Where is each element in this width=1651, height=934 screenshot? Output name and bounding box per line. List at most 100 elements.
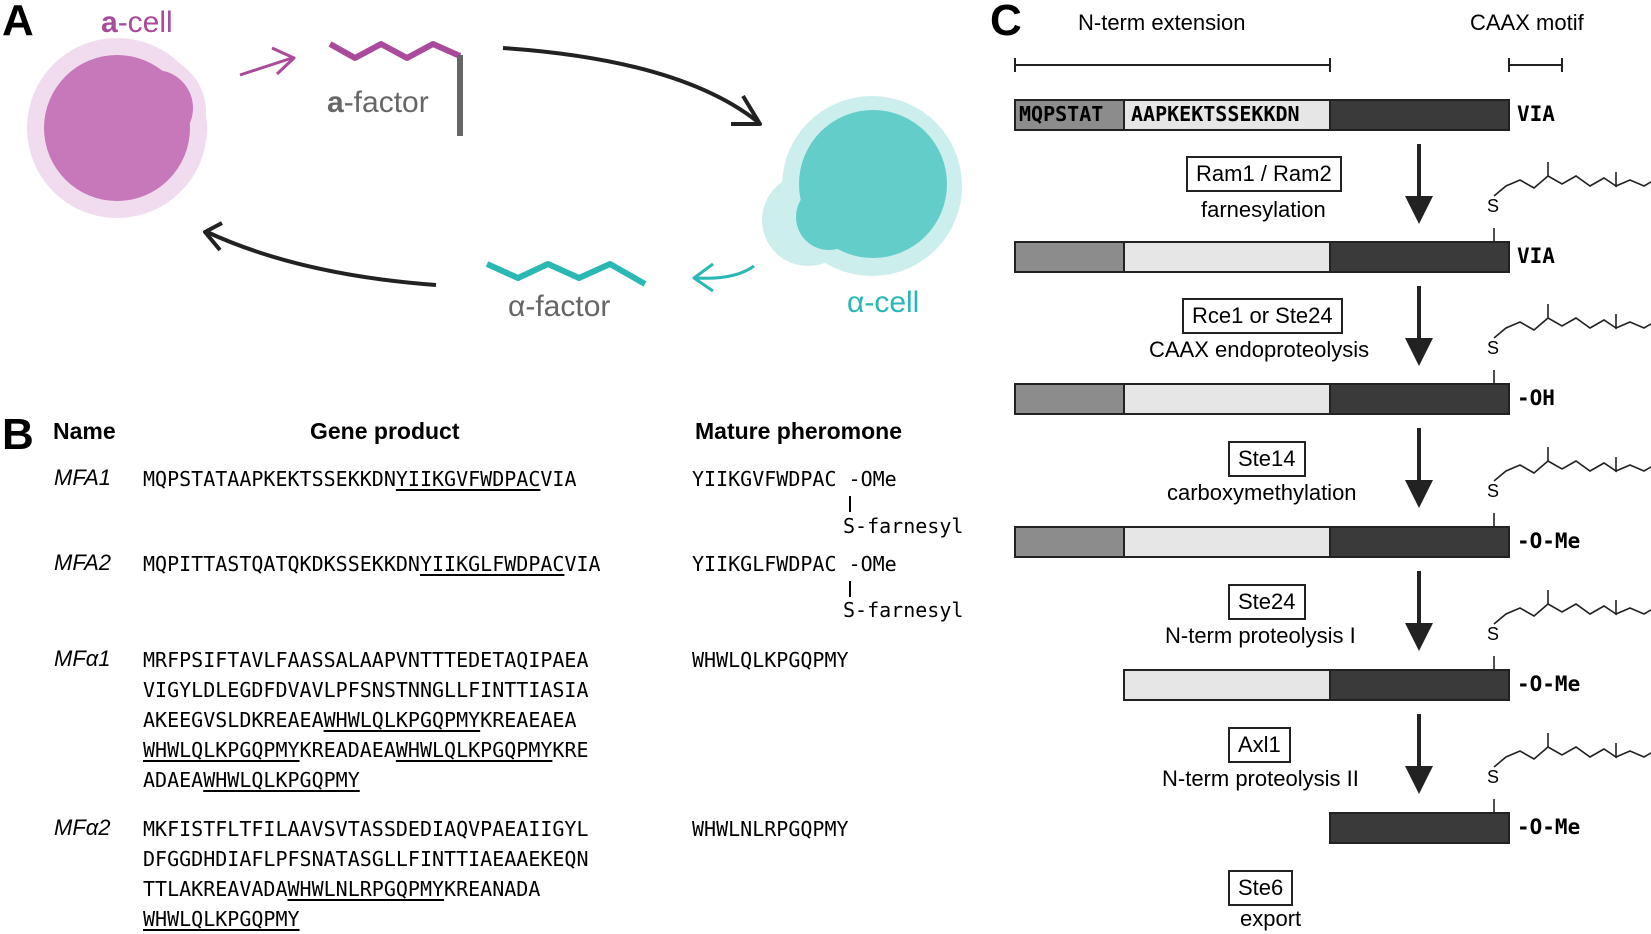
nterm-bracket — [1014, 58, 1331, 72]
alpha-cell-arrowhead — [692, 262, 714, 293]
mature-mfa1: YIIKGVFWDPAC -OMe — [692, 464, 897, 494]
mature-suffix: -OMe — [848, 552, 897, 576]
seq-line: DFGGDHDIAFLPFSNATASGLLFINTTIAEAAEKEQN — [143, 844, 589, 874]
step-desc-farnesylation: farnesylation — [1201, 197, 1326, 222]
seq-line: TTLAKREAVADAWHWLNLRPGQPMYKREANADA — [143, 874, 589, 904]
protein-bar-4 — [1123, 669, 1510, 701]
seq-mature-region: WHWLQLKPGQPMY — [203, 768, 360, 792]
gene-name-mfa1: MFA1 — [54, 465, 112, 490]
seq-line: AKEEGVSLDKREAEAWHWLQLKPGQPMYKREAEAEA — [143, 705, 589, 735]
a-cell-label-suffix: -cell — [117, 6, 173, 39]
seq-mature-region: YIIKGVFWDPAC — [395, 467, 541, 491]
seq-mature-region: WHWLQLKPGQPMY — [143, 738, 300, 762]
seq-line: ADAEAWHWLQLKPGQPMY — [143, 765, 589, 795]
seq-line: MKFISTFLTFILAAVSVTASSDEDIAQVPAEAIIGYL — [143, 814, 589, 844]
seq-line: VIGYLDLEGDFDVAVLPFSNSTNNGLLFINTTIASIA — [143, 675, 589, 705]
seq-post: KREAEAEA — [480, 708, 577, 732]
alpha-cell-label: α-cell — [847, 286, 920, 319]
gene-name-mfalpha1: MFα1 — [54, 646, 111, 671]
farnesyl-chain — [1493, 162, 1651, 197]
step-desc-carboxymethylation: carboxymethylation — [1167, 480, 1357, 505]
mature-mfa2-mod: S-farnesyl — [843, 598, 964, 622]
farnesyl-chain — [1493, 590, 1651, 625]
seq-pre: VIGYLDLEGDFDVAVLPFSNSTNNGLLFINTTIASIA — [143, 678, 589, 702]
gene-name-mfa2: MFA2 — [54, 550, 112, 575]
panel-a-letter: A — [2, 0, 34, 45]
a-cell-label-prefix: a — [101, 6, 118, 39]
sulfur-label: S — [1487, 767, 1500, 787]
a-cell-label: a-cell — [101, 6, 173, 40]
sulfur-label: S — [1487, 624, 1500, 644]
mature-seq: YIIKGLFWDPAC — [692, 552, 837, 576]
alpha-factor-molecule — [485, 261, 647, 287]
nterm-extension-label: N-term extension — [1078, 10, 1246, 35]
mature-mfa1-mod: S-farnesyl — [843, 514, 964, 538]
header-name: Name — [53, 418, 116, 444]
mature-mfalpha2: WHWLNLRPGQPMY — [692, 817, 849, 841]
panel-c-letter: C — [990, 0, 1022, 45]
seq-post: KRE — [552, 738, 589, 762]
seq-line: WHWLQLKPGQPMYKREADAEAWHWLQLKPGQPMYKRE — [143, 735, 589, 765]
seq-pre: MQPITTASTQATQKDKSSEKKDN — [143, 552, 420, 576]
seq-post: VIA — [564, 552, 601, 576]
panel-b-letter: B — [2, 410, 34, 459]
header-gene-product: Gene product — [310, 418, 460, 444]
enzyme-box-rce1-ste24: Rce1 or Ste24 — [1182, 298, 1343, 334]
enzyme-box-ste24: Ste24 — [1228, 584, 1306, 620]
sulfur-label: S — [1487, 338, 1500, 358]
sulfur-label: S — [1487, 196, 1500, 216]
mature-suffix: -OMe — [848, 467, 897, 491]
step-desc-export: export — [1240, 906, 1302, 931]
caax-bracket — [1508, 58, 1563, 72]
farnesyl-chains — [1493, 162, 1651, 813]
gene-product-mfalpha1: MRFPSIFTAVLFAASSALAAPVNTTTEDETAQIPAEA VIG… — [143, 645, 589, 795]
seq-line: WHWLQLKPGQPMY — [143, 904, 589, 934]
seq-mature-region: YIIKGLFWDPAC — [419, 552, 565, 576]
step-desc-caax-endoproteolysis: CAAX endoproteolysis — [1149, 337, 1370, 362]
seq-pre: AKEEGVSLDKREAEA — [143, 708, 324, 732]
seg2-sequence: AAPKEKTSSEKKDN — [1131, 102, 1300, 126]
mature-mfa2: YIIKGLFWDPAC -OMe — [692, 549, 897, 579]
curved-arrowhead-to-alpha — [731, 94, 762, 126]
enzyme-box-ram1-ram2: Ram1 / Ram2 — [1186, 156, 1342, 192]
caax-motif-label: CAAX motif — [1470, 10, 1584, 35]
cterm-label-1: VIA — [1517, 244, 1555, 268]
alpha-cell-arrow — [696, 264, 755, 280]
protein-bar-1 — [1014, 241, 1510, 273]
gene-name-mfalpha2: MFα2 — [54, 815, 111, 840]
protein-bar-3 — [1014, 526, 1510, 558]
sulfur-label: S — [1487, 481, 1500, 501]
cterm-label-4: -O-Me — [1517, 672, 1581, 696]
seq-pre: DFGGDHDIAFLPFSNATASGLLFINTTIAEAAEKEQN — [143, 847, 589, 871]
farnesyl-chain — [1493, 447, 1651, 482]
gene-product-mfa2: MQPITTASTQATQKDKSSEKKDNYIIKGLFWDPACVIA — [143, 549, 601, 579]
a-factor-molecule — [328, 41, 463, 136]
a-factor-label-suffix: -factor — [343, 86, 429, 119]
a-cell — [27, 38, 207, 218]
farnesyl-chain — [1493, 304, 1651, 339]
protein-bar-2 — [1014, 383, 1510, 415]
curved-arrowhead-to-a — [203, 221, 223, 252]
enzyme-box-axl1: Axl1 — [1228, 727, 1291, 763]
step-desc-nterm-proteolysis-2: N-term proteolysis II — [1162, 766, 1359, 791]
seq-pre: TTLAKREAVADA — [143, 877, 288, 901]
seq-post: VIA — [540, 467, 577, 491]
gene-product-mfalpha2: MKFISTFLTFILAAVSVTASSDEDIAQVPAEAIIGYL DFG… — [143, 814, 589, 934]
seq-post: KREADAEA — [299, 738, 396, 762]
seq-pre: MKFISTFLTFILAAVSVTASSDEDIAQVPAEAIIGYL — [143, 817, 589, 841]
curved-arrow-to-a — [206, 230, 437, 287]
protein-bar-5 — [1329, 812, 1510, 844]
seq-pre: ADAEA — [143, 768, 204, 792]
alpha-factor-label: α-factor — [508, 290, 611, 323]
seq-mature-region: WHWLQLKPGQPMY — [143, 907, 300, 931]
seq-mature-region: WHWLQLKPGQPMY — [395, 738, 553, 762]
a-cell-arrow — [239, 56, 293, 77]
cterm-label-5: -O-Me — [1517, 815, 1581, 839]
a-factor-label: a-factor — [327, 86, 429, 120]
cterm-label-2: -OH — [1517, 386, 1555, 410]
enzyme-box-ste14: Ste14 — [1228, 441, 1306, 477]
cterm-label-0: VIA — [1517, 102, 1555, 126]
a-cell-arrowhead — [271, 46, 296, 76]
seq-line: MRFPSIFTAVLFAASSALAAPVNTTTEDETAQIPAEA — [143, 645, 589, 675]
